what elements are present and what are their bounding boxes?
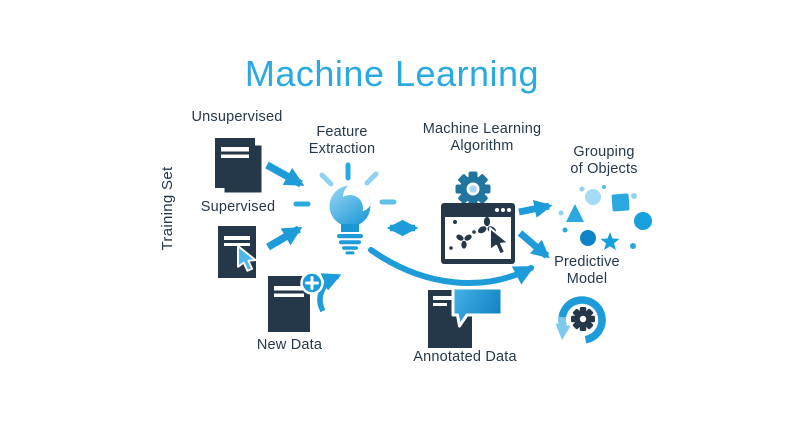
browser-window-with-gear-icon: [441, 171, 515, 264]
arrow-unsupervised-to-feature-extraction: [265, 161, 305, 188]
document-text-line: [224, 243, 250, 246]
document-front-sheet: [215, 138, 255, 188]
document-plus-icon: [268, 271, 324, 332]
refresh-arrowhead: [555, 323, 571, 340]
feature-extraction-label: Feature Extraction: [292, 124, 392, 158]
label-line: Predictive: [554, 254, 620, 270]
cursor-icon: [237, 245, 257, 272]
label-line: Machine Learning: [422, 121, 542, 137]
bulb-base: [337, 234, 363, 255]
circle-shape: [585, 189, 601, 205]
ml-algorithm-label: Machine Learning Algorithm: [407, 121, 557, 155]
grouping-label: Grouping of Objects: [549, 144, 659, 178]
arrow-feature-extraction-to-predictive-model: [368, 247, 535, 286]
label-line: of Objects: [570, 161, 638, 177]
gear-icon: [571, 307, 595, 331]
document-with-cursor-icon: [218, 226, 257, 278]
label-line: Extraction: [308, 141, 376, 157]
document-text-line: [224, 236, 250, 240]
document-text-line: [433, 296, 452, 300]
refresh-arrow-ring: [558, 296, 606, 344]
new-data-label: New Data: [256, 337, 323, 353]
lightbulb-icon: [293, 162, 397, 255]
plus-icon: [305, 276, 319, 290]
square-shape: [611, 193, 630, 212]
arrow-new-data-to-feature-extraction: [317, 273, 342, 313]
speech-bubble-icon: [451, 286, 504, 328]
arrow-ml-algorithm-to-predictive-model: [517, 230, 550, 259]
document-text-line: [274, 286, 304, 291]
label-line: Feature: [316, 124, 368, 140]
triangle-shape: [566, 204, 584, 222]
window-header-dots: [495, 208, 511, 212]
arrow-ml-algorithm-to-grouping: [518, 199, 553, 218]
page-title: Machine Learning: [244, 53, 540, 94]
cursor-icon: [489, 227, 510, 256]
supervised-label: Supervised: [200, 199, 276, 215]
circle-shape: [634, 212, 652, 230]
label-line: Grouping: [573, 144, 635, 160]
lightbulb-rays: [293, 162, 397, 207]
shape-cluster-icon: [558, 185, 652, 251]
stacked-documents-icon: [215, 138, 265, 196]
cluster-dots: [558, 185, 637, 249]
unsupervised-label: Unsupervised: [191, 109, 283, 125]
predictive-model-label: Predictive Model: [537, 254, 637, 288]
label-line: Model: [566, 271, 608, 287]
circle-shape: [580, 230, 596, 246]
star-shape: [600, 232, 620, 251]
document-text-line: [221, 154, 249, 158]
bulb-neck: [341, 224, 359, 232]
gear-refresh-icon: [555, 296, 606, 344]
document-text-line: [221, 147, 249, 152]
annotated-data-label: Annotated Data: [413, 349, 517, 365]
arrow-supervised-to-feature-extraction: [266, 225, 303, 251]
document-text-line: [274, 293, 304, 297]
label-line: Algorithm: [450, 138, 514, 154]
gear-icon: [455, 171, 491, 207]
document-text-line: [433, 303, 447, 306]
document-comment-icon: [428, 286, 504, 348]
